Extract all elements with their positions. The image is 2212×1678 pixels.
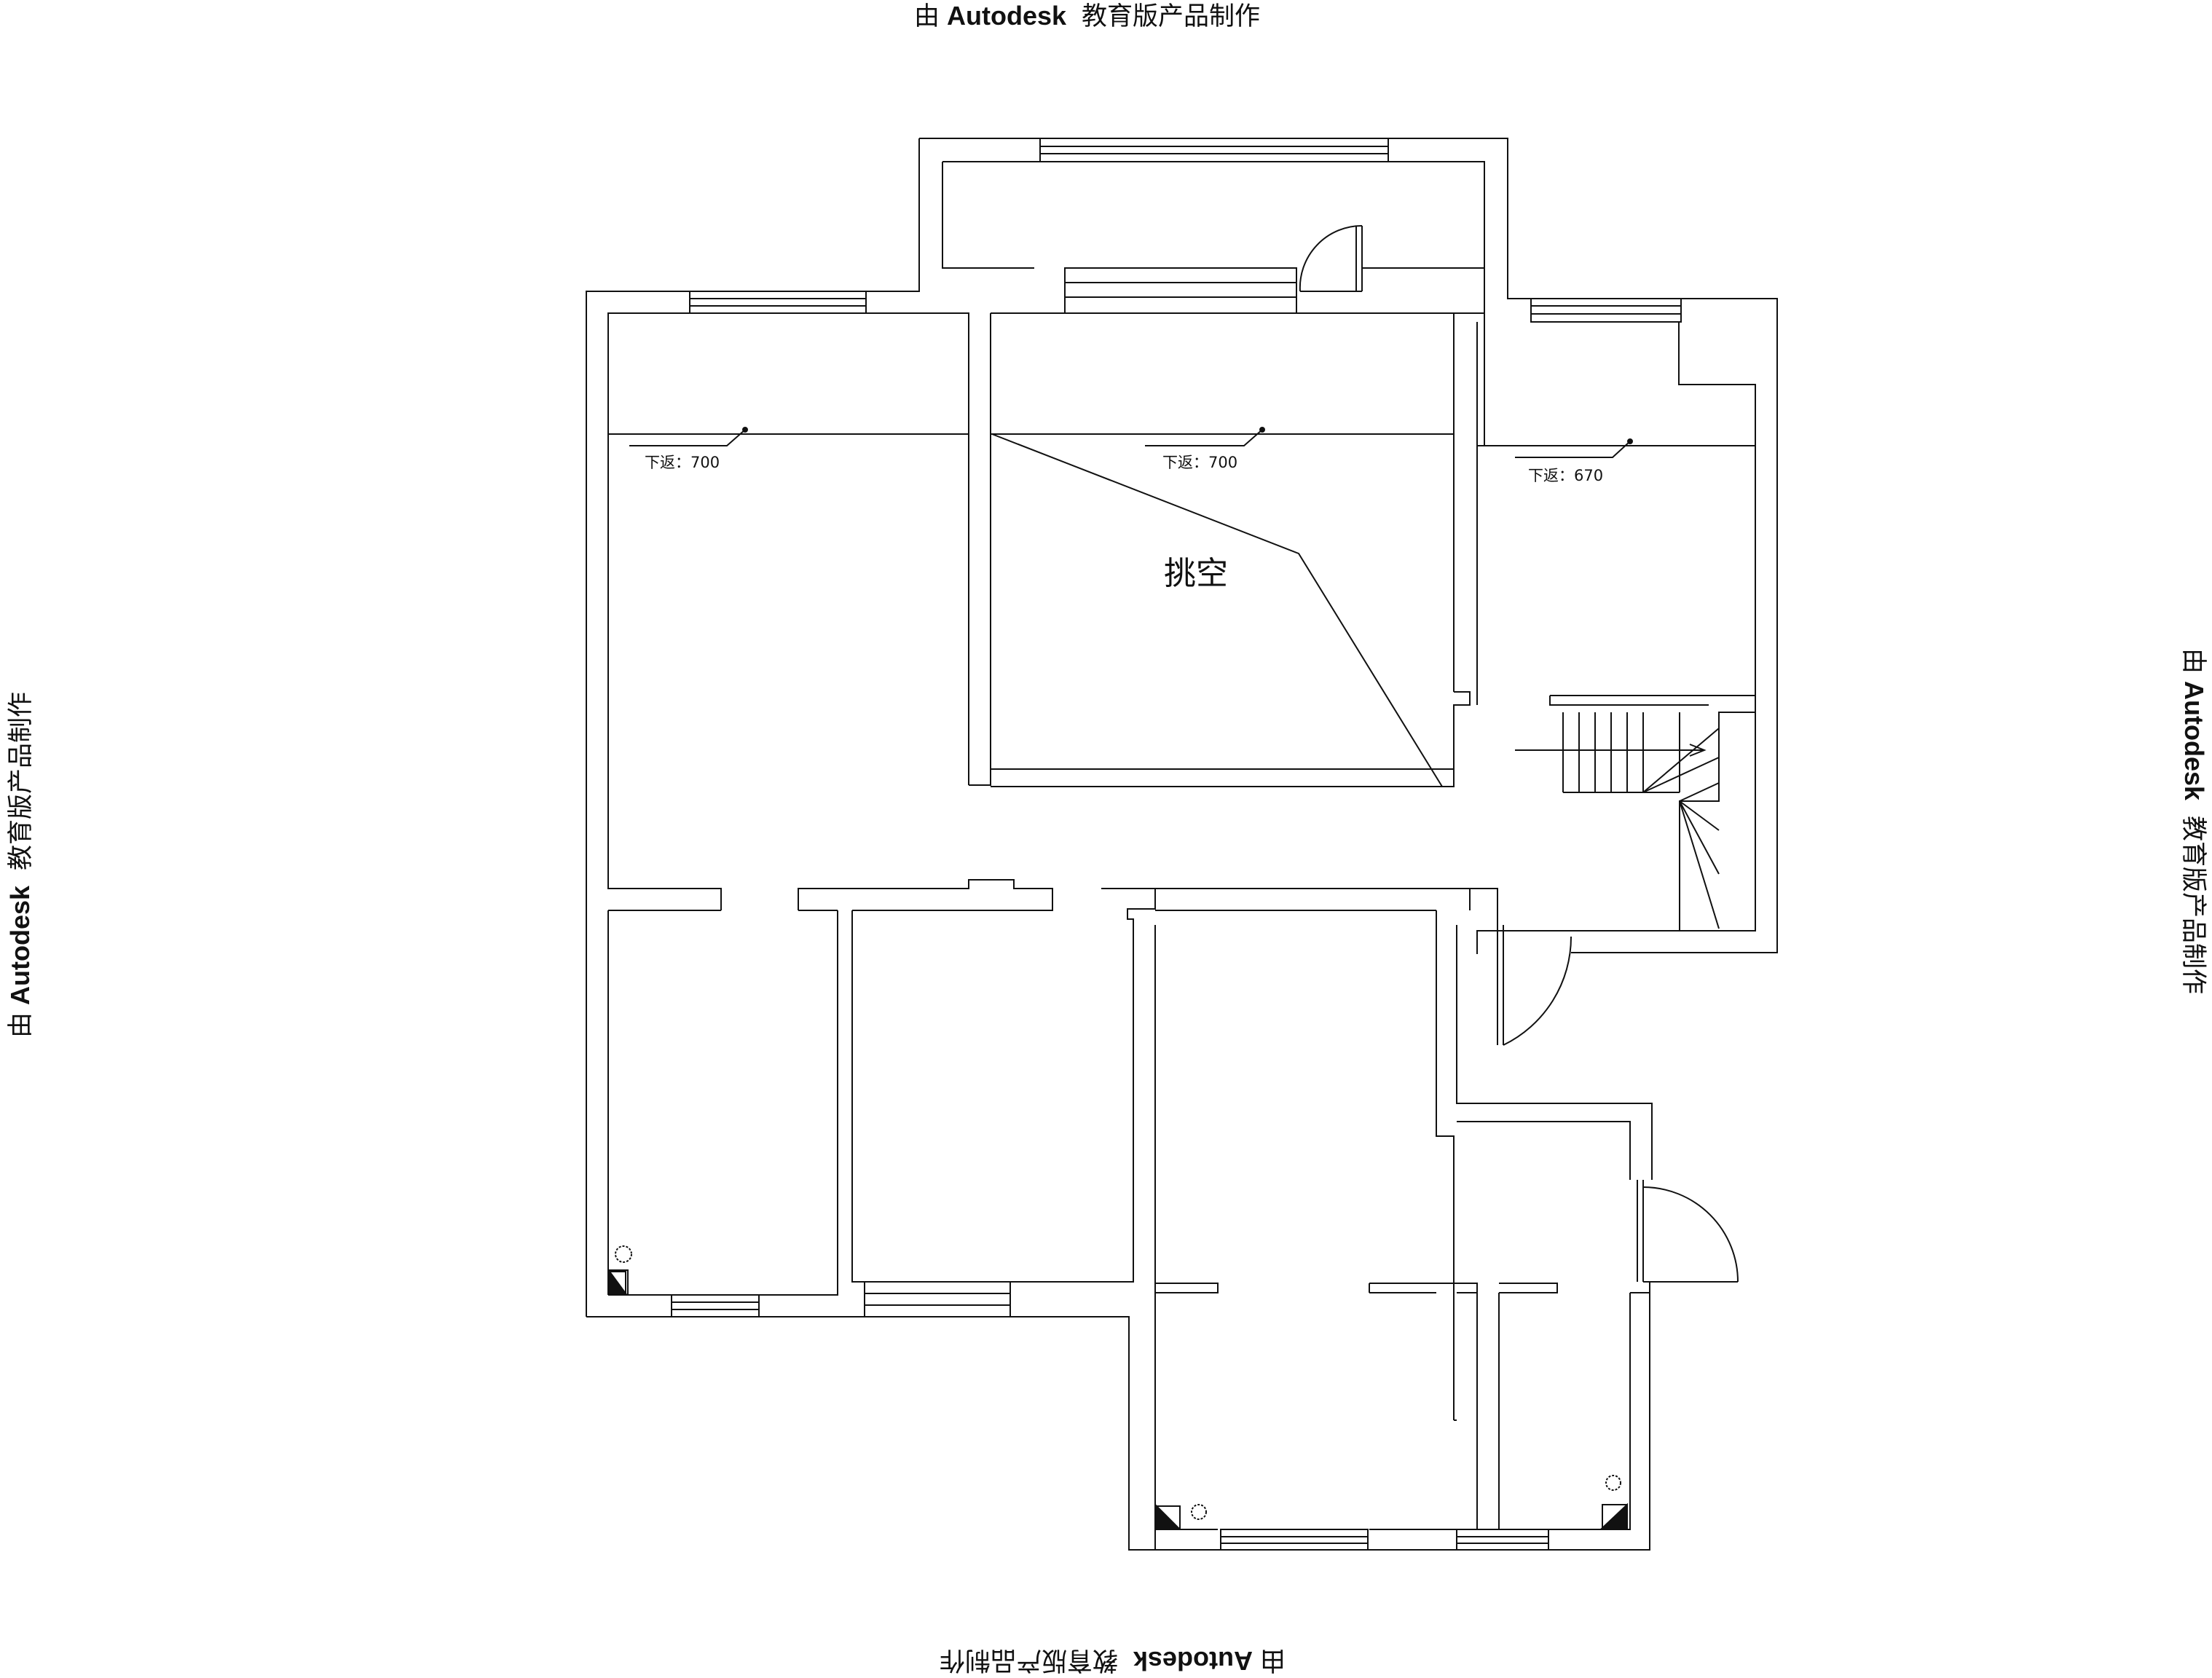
pipe-symbol-bottom-right: [1600, 1475, 1628, 1529]
watermark-right-prefix: 由: [2178, 648, 2208, 674]
window-bottom-room-left: [1220, 1529, 1369, 1551]
watermark-top-brand: Autodesk: [947, 1, 1067, 31]
window-center-top: [1064, 267, 1297, 314]
beam-annotation-right: 下返：670: [1515, 438, 1633, 484]
pipe-symbol-bottom-left: [1156, 1504, 1207, 1530]
watermark-left-suffix: 教育版产品制作: [7, 692, 36, 870]
watermark-left-prefix: 由: [7, 1012, 36, 1038]
beam-drop-label-center: 下返：700: [1162, 454, 1237, 471]
watermark-bottom-brand: Autodesk: [1133, 1646, 1253, 1676]
upper-room-walls: [608, 312, 1756, 954]
watermark-bottom-prefix: 由: [1260, 1645, 1286, 1674]
watermark-left: 由 Autodesk 教育版产品制作: [5, 692, 36, 1038]
watermark-top-prefix: 由: [914, 2, 940, 31]
window-right-top: [1530, 298, 1682, 323]
balcony-door: [1299, 224, 1363, 292]
top-window: [1039, 138, 1389, 162]
watermark-right: 由 Autodesk 教育版产品制作: [2178, 648, 2209, 994]
beam-annotation-left: 下返：700: [629, 427, 748, 471]
side-door: [1637, 1180, 1739, 1283]
staircase: [1515, 695, 1756, 931]
beam-drop-label-right: 下返：670: [1528, 467, 1603, 484]
lower-walls: [607, 852, 1653, 1550]
window-left-bedroom-top: [689, 291, 867, 314]
watermark-left-brand: Autodesk: [5, 885, 35, 1005]
beam-annotation-center: 下返：700: [1145, 427, 1265, 471]
window-center-bedroom-bottom: [864, 1281, 1011, 1317]
watermark-right-suffix: 教育版产品制作: [2178, 816, 2208, 994]
beam-drop-label-left: 下返：700: [645, 454, 720, 471]
void-label: 挑空: [1164, 555, 1228, 592]
window-left-bedroom-bottom: [671, 1294, 760, 1317]
pipe-symbol-left: [609, 1245, 632, 1294]
watermark-bottom: 由 Autodesk 教育版产品制作: [940, 1645, 1286, 1676]
watermark-bottom-suffix: 教育版产品制作: [940, 1645, 1118, 1674]
outer-walls: [586, 138, 1778, 1551]
watermark-right-brand: Autodesk: [2179, 681, 2209, 801]
watermark-top-suffix: 教育版产品制作: [1082, 2, 1260, 31]
window-bottom-room-right: [1456, 1529, 1549, 1551]
watermark-top: 由 Autodesk 教育版产品制作: [914, 1, 1260, 31]
entry-door: [1497, 925, 1573, 1046]
